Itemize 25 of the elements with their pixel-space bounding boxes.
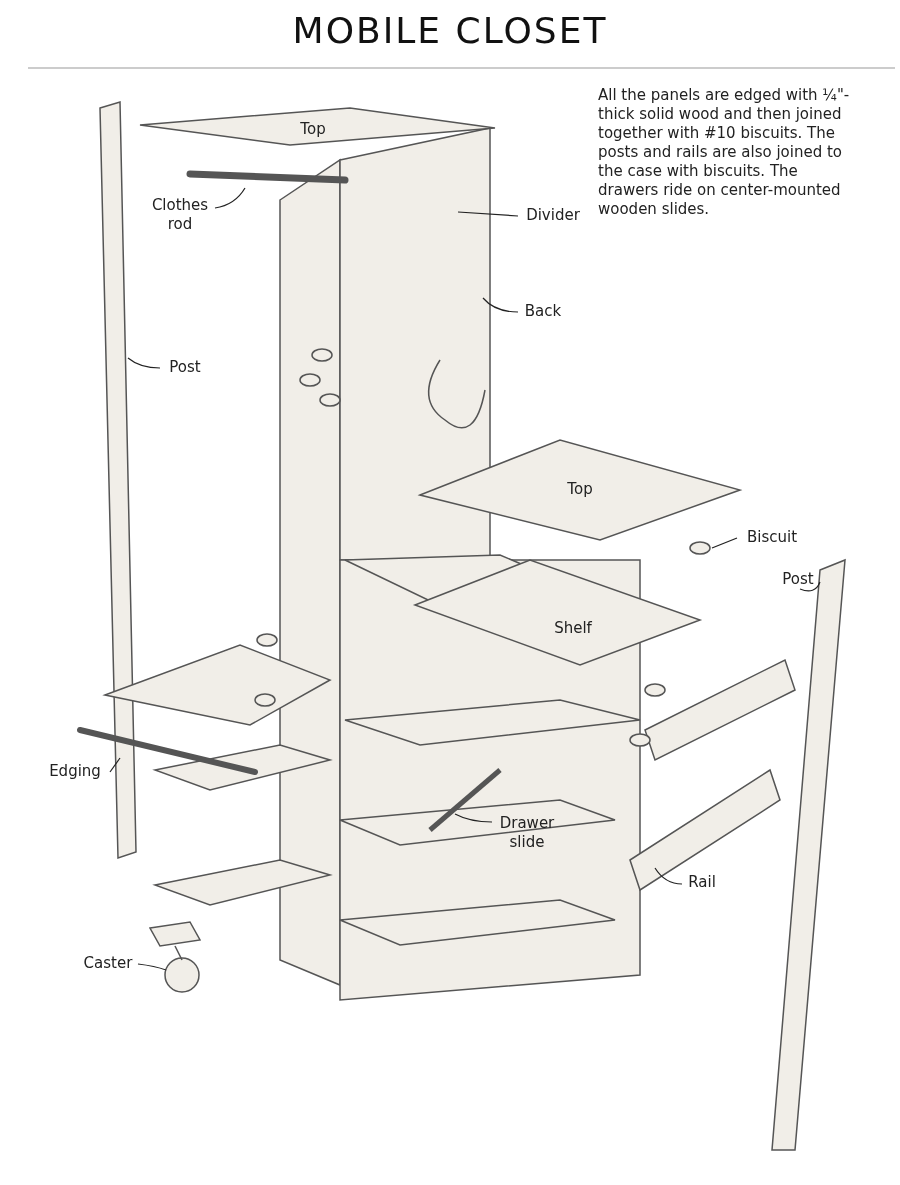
leader-line: [214, 187, 246, 209]
part-label: Shelf: [553, 619, 593, 638]
callout-label: Post: [778, 570, 818, 589]
callout-label: Caster: [78, 954, 138, 973]
callout-label: Edging: [40, 762, 110, 781]
callout-label: Clothes rod: [148, 196, 212, 234]
leader-line: [457, 211, 519, 217]
callout-label: Back: [518, 302, 568, 321]
leader-line: [654, 867, 683, 885]
leader-line: [137, 963, 167, 971]
leader-line: [127, 357, 161, 369]
part-label: Top: [566, 480, 594, 499]
part-label: Top: [299, 120, 327, 139]
leader-line: [454, 813, 493, 823]
note: All the panels are edged with ¼"-thick solid wood and then joined together with #10 biscuits. The posts and rails are also joined to the case with biscuits. The drawers ride on center-mounted wooden slides.: [598, 86, 851, 219]
callout-label: Post: [160, 358, 210, 377]
leader-line: [711, 537, 738, 549]
leader-line: [109, 757, 121, 773]
leader-line: [799, 581, 821, 592]
callout-label: Rail: [682, 873, 722, 892]
callout-label: Biscuit: [737, 528, 807, 547]
callout-label: Divider: [518, 206, 588, 225]
title: MOBILE CLOSET: [291, 10, 609, 51]
callout-label: Drawer slide: [492, 814, 562, 852]
leader-line: [482, 297, 519, 313]
